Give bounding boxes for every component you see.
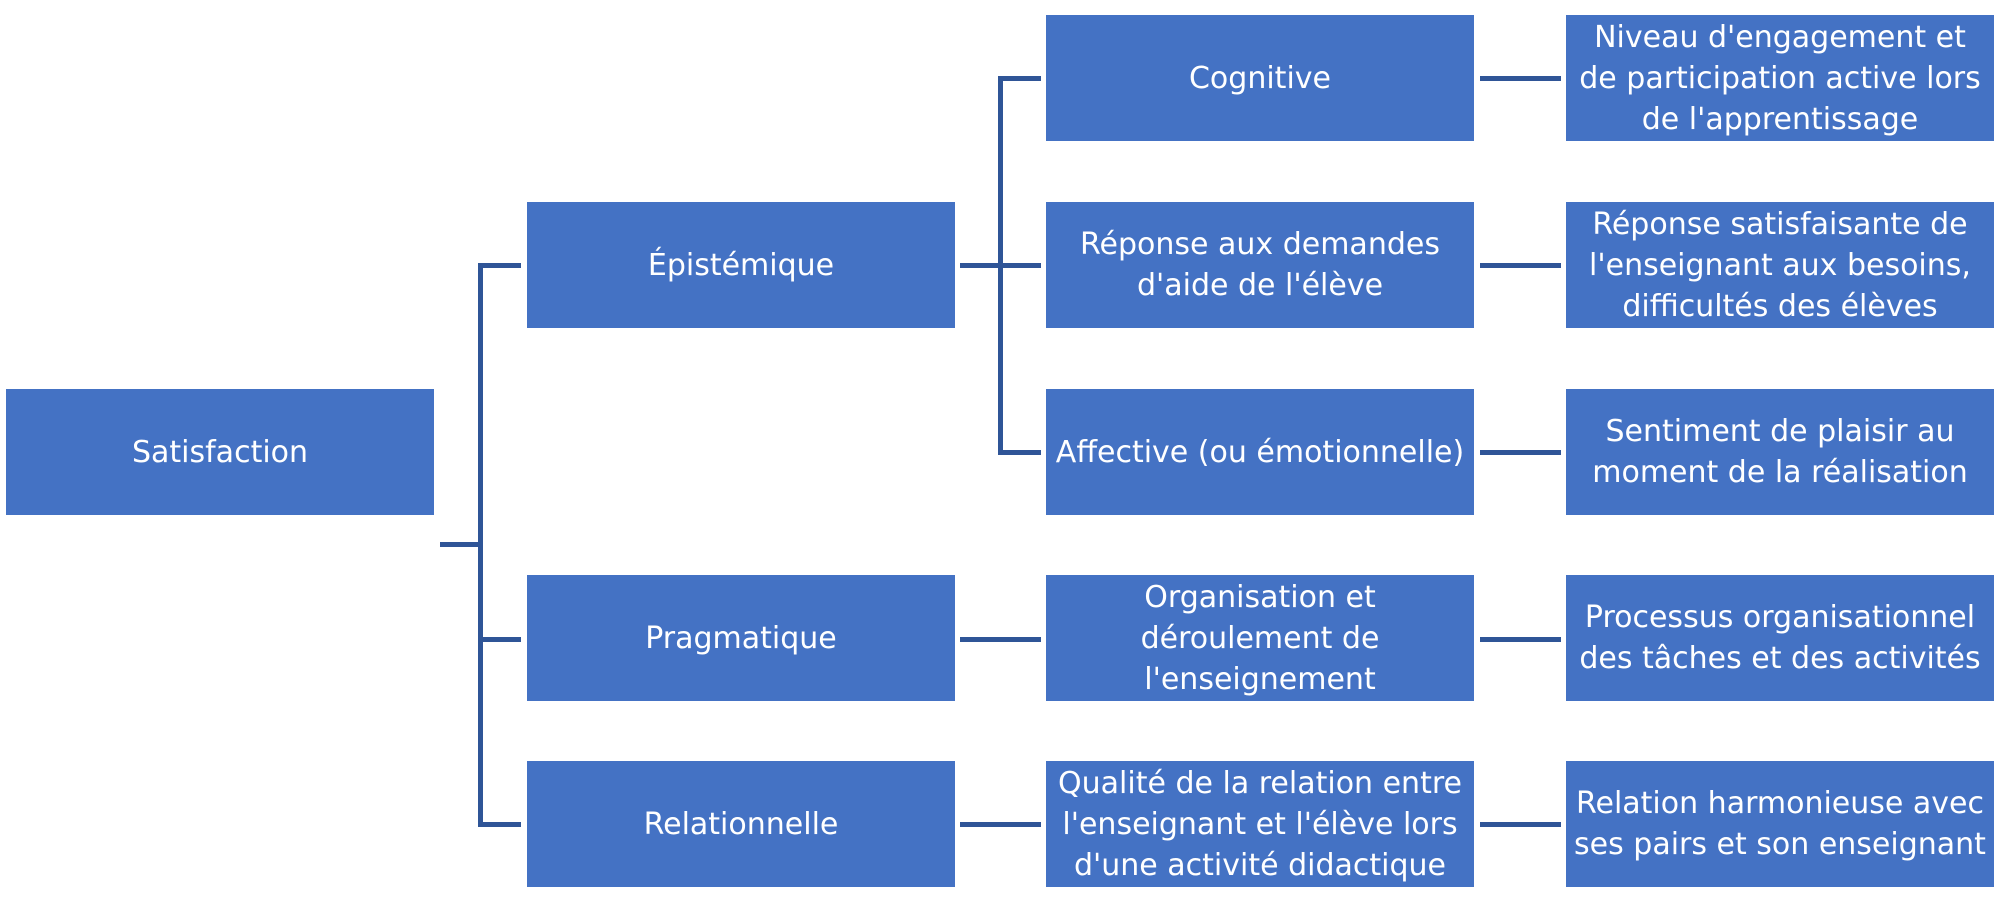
node-satisfaction: Satisfaction [6, 389, 434, 515]
connector-to-affective [998, 450, 1041, 455]
node-cognitive: Cognitive [1046, 15, 1474, 141]
connector-relationnelle-to-facet [960, 822, 1041, 827]
connector-affective-to-description [1480, 450, 1561, 455]
connector-to-epistemique [478, 263, 521, 268]
description-organisation: Processus organisationnel des tâches et … [1566, 575, 1994, 701]
node-qualite-relation: Qualité de la relation entre l'enseignan… [1046, 761, 1474, 887]
connector-qualite-relation-to-description [1480, 822, 1561, 827]
connector-to-relationnelle [478, 822, 521, 827]
connector-reponse-aide-to-description [1480, 263, 1561, 268]
node-epistemique: Épistémique [527, 202, 955, 328]
node-pragmatique: Pragmatique [527, 575, 955, 701]
node-affective: Affective (ou émotionnelle) [1046, 389, 1474, 515]
connector-organisation-to-description [1480, 637, 1561, 642]
description-reponse-aide: Réponse satisfaisante de l'enseignant au… [1566, 202, 1994, 328]
node-organisation: Organisation et déroulement de l'enseign… [1046, 575, 1474, 701]
description-cognitive: Niveau d'engagement et de participation … [1566, 15, 1994, 141]
connector-epistemique-stub [960, 263, 1000, 268]
description-affective: Sentiment de plaisir au moment de la réa… [1566, 389, 1994, 515]
connector-to-pragmatique [478, 637, 521, 642]
connector-to-reponse-aide [998, 263, 1041, 268]
description-qualite-relation: Relation harmonieuse avec ses pairs et s… [1566, 761, 1994, 887]
connector-root-stub [440, 542, 480, 547]
node-reponse-aide: Réponse aux demandes d'aide de l'élève [1046, 202, 1474, 328]
node-relationnelle: Relationnelle [527, 761, 955, 887]
connector-cognitive-to-description [1480, 76, 1561, 81]
connector-pragmatique-to-facet [960, 637, 1041, 642]
connector-to-cognitive [998, 76, 1041, 81]
connector-root-spine [478, 263, 483, 827]
